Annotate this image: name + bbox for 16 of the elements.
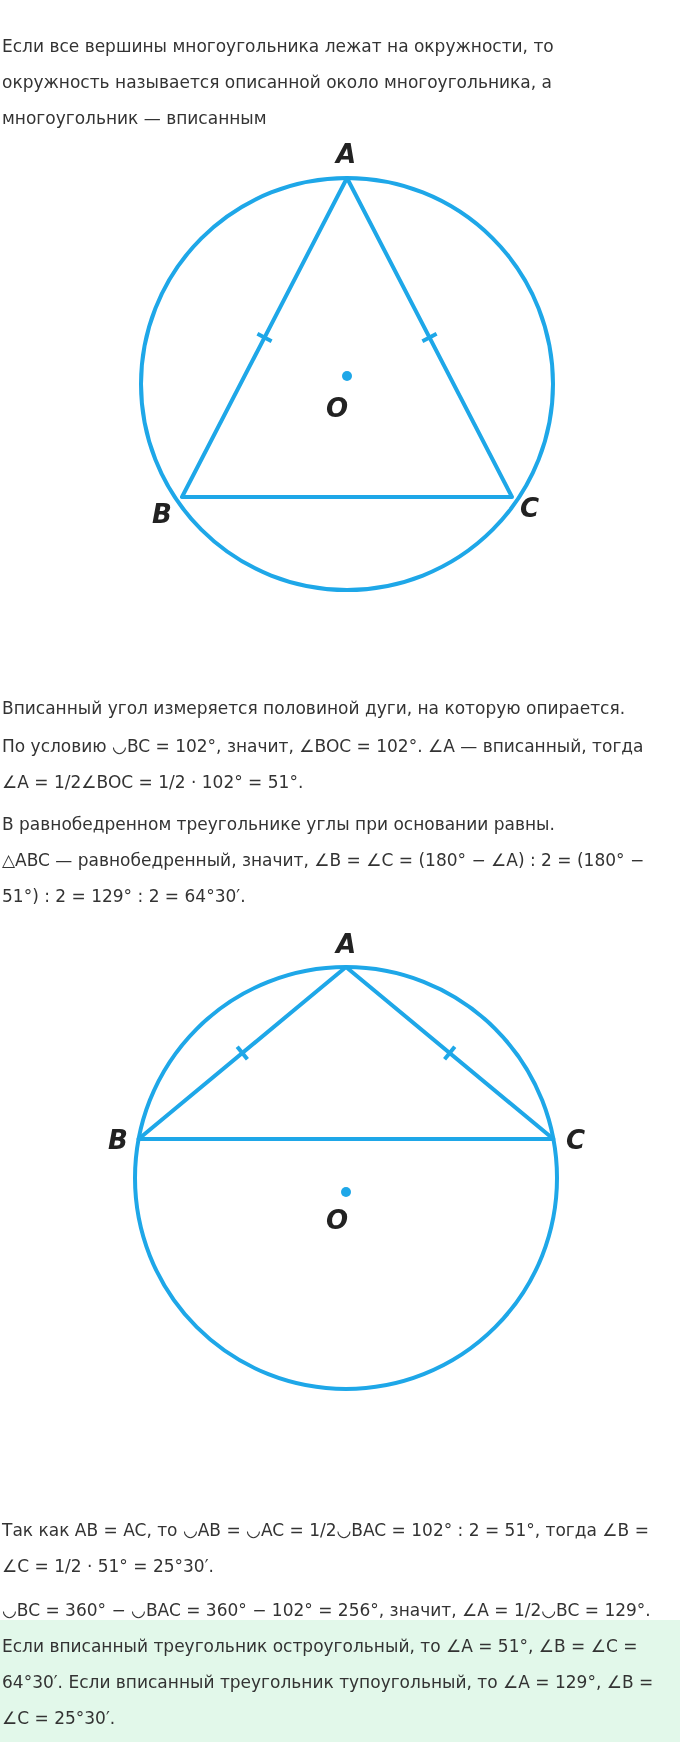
point-label: C bbox=[520, 494, 540, 522]
paragraph: Если все вершины многоугольника лежат на окружности, то окружность называется описанной около многоугольника, а многоугольник — вписанным bbox=[2, 35, 555, 130]
paragraph: ◡BC = 360° − ◡BAC = 360° − 102° = 256°, значит, ∠A = 1/2◡BC = 129°. bbox=[2, 1599, 652, 1622]
paragraph: Вписанный угол измеряется половиной дуги, на которую опирается. bbox=[2, 697, 627, 720]
point-label: O bbox=[326, 1206, 349, 1234]
point-label: A bbox=[336, 930, 357, 958]
point-label: A bbox=[336, 140, 357, 168]
paragraph: В равнобедренном треугольнике углы при основании равны. bbox=[2, 813, 556, 836]
point-label: C bbox=[566, 1126, 586, 1154]
paragraph: По условию ◡BC = 102°, значит, ∠BOC = 102°. ∠A — вписанный, тогда ∠A = 1/2∠BOC = 1/2 · 102° = 51°. bbox=[2, 735, 645, 794]
point-label: O bbox=[326, 394, 349, 422]
answer-text: Если вписанный треугольник остроугольный, то ∠A = 51°, ∠B = ∠C = 64°30′. Если вписанный треугольник тупоугольный, то ∠A = 129°, ∠B = ∠C = 25°30′. bbox=[2, 1635, 655, 1730]
point-label: B bbox=[108, 1126, 128, 1154]
point-label: B bbox=[152, 500, 172, 528]
paragraph: △ABC — равнобедренный, значит, ∠B = ∠C = (180° − ∠A) : 2 = (180° − 51°) : 2 = 129° : 2 = 64°30′. bbox=[2, 849, 646, 908]
paragraph: Так как AB = AC, то ◡AB = ◡AC = 1/2◡BAC = 102° : 2 = 51°, тогда ∠B = ∠C = 1/2 · 51° = 25°30′. bbox=[2, 1519, 650, 1578]
